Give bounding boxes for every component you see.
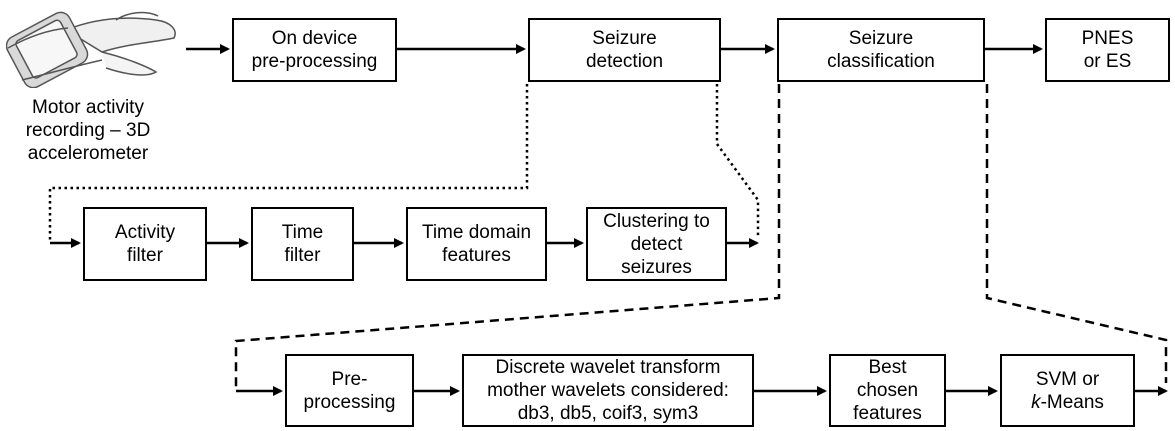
seizure-detection-label: Seizure detection bbox=[585, 28, 664, 72]
seizure-classification-box: Seizure classification bbox=[777, 18, 985, 82]
activity-filter-label: Activity filter bbox=[114, 222, 176, 266]
dotted-detection-left bbox=[48, 84, 529, 243]
svm-kmeans-label: SVM or k-Means bbox=[1031, 368, 1104, 414]
clustering-box: Clustering to detect seizures bbox=[586, 207, 727, 281]
device-caption: Motor activity recording – 3D accelerome… bbox=[25, 97, 151, 164]
wrist-accelerometer-icon bbox=[6, 11, 176, 88]
time-domain-features-box: Time domain features bbox=[406, 207, 547, 281]
time-domain-features-label: Time domain features bbox=[421, 222, 532, 266]
best-chosen-features-box: Best chosen features bbox=[829, 354, 946, 427]
on-device-preprocessing-label: On device pre-processing bbox=[251, 28, 378, 72]
pre-processing-box: Pre- processing bbox=[285, 354, 414, 427]
means-suffix: -Means bbox=[1040, 391, 1104, 413]
pre-processing-label: Pre- processing bbox=[303, 368, 396, 413]
dashed-classification-left bbox=[234, 84, 781, 391]
activity-filter-box: Activity filter bbox=[83, 207, 207, 281]
on-device-preprocessing-box: On device pre-processing bbox=[232, 18, 397, 82]
time-filter-label: Time filter bbox=[281, 222, 324, 266]
wavelet-transform-label: Discrete wavelet transform mother wavele… bbox=[487, 357, 729, 424]
pnes-or-es-box: PNES or ES bbox=[1045, 18, 1170, 82]
best-chosen-features-label: Best chosen features bbox=[853, 357, 922, 424]
clustering-label: Clustering to detect seizures bbox=[603, 210, 710, 278]
seizure-detection-box: Seizure detection bbox=[528, 18, 721, 82]
pnes-or-es-label: PNES or ES bbox=[1081, 28, 1134, 72]
svm-kmeans-box: SVM or k-Means bbox=[1000, 354, 1135, 427]
dashed-classification-right bbox=[985, 84, 1168, 383]
wavelet-transform-box: Discrete wavelet transform mother wavele… bbox=[462, 354, 754, 427]
seizure-classification-label: Seizure classification bbox=[827, 28, 935, 72]
svm-prefix: SVM or bbox=[1035, 368, 1100, 390]
k-italic: k bbox=[1031, 391, 1041, 413]
time-filter-box: Time filter bbox=[251, 207, 354, 281]
dotted-detection-right bbox=[715, 84, 760, 237]
